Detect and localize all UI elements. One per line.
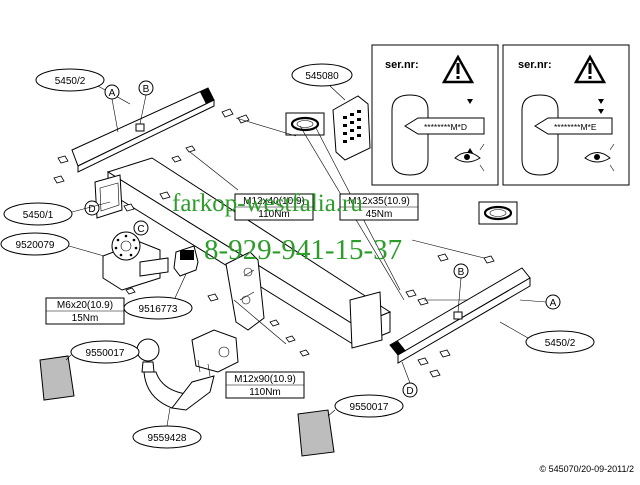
sernr-title-left: ser.nr: xyxy=(385,59,419,71)
part-label-9516773: 9516773 xyxy=(139,304,178,315)
electrical-module-545080: 545080 xyxy=(291,63,371,161)
sernr-code-right: ********M*E xyxy=(554,122,597,132)
bracket-5450-2-top xyxy=(71,87,215,173)
ring-right xyxy=(478,201,518,225)
marker-d-left: D xyxy=(88,204,95,215)
part-label-545080: 545080 xyxy=(305,71,339,82)
part-label-9559428: 9559428 xyxy=(148,433,187,444)
sernr-box-left: ser.nr: ********M*D xyxy=(371,44,499,186)
m6x20-size: M6x20(10.9) xyxy=(57,300,113,311)
marker-d-right: D xyxy=(406,386,413,397)
marker-a-right: A xyxy=(550,298,557,309)
center-bracket xyxy=(225,251,265,331)
tow-ball-9559428 xyxy=(136,329,239,411)
sernr-title-right: ser.nr: xyxy=(518,59,552,71)
bolt-spec-m6x20: M6x20(10.9) 15Nm xyxy=(45,297,125,325)
copyright-note: © 545070/20-09-2011/2 xyxy=(539,464,634,474)
label-plate-right xyxy=(521,94,559,176)
cover-plug-left xyxy=(39,355,75,401)
watermark-phone: 8-929-941-15-37 xyxy=(204,234,402,266)
part-label-5450-1: 5450/1 xyxy=(23,210,54,221)
bracket-5450-2-right xyxy=(389,267,531,364)
m12x40-size: M12x40(10.9) xyxy=(243,196,305,207)
warning-icon xyxy=(573,54,607,84)
bolt-spec-m12x40: M12x40(10.9) 110Nm xyxy=(234,193,314,221)
m12x40-torque: 110Nm xyxy=(258,209,290,220)
bolt-spec-m12x35: M12x35(10.9) 45Nm xyxy=(339,193,419,221)
part-label-9550017-right: 9550017 xyxy=(350,402,389,413)
warning-icon xyxy=(441,54,475,84)
main-crossbar xyxy=(94,157,392,349)
eye-icon xyxy=(454,143,485,172)
ring-top xyxy=(285,112,325,136)
m6x20-torque: 15Nm xyxy=(72,313,99,324)
marker-b-right: B xyxy=(458,267,465,278)
watermark-site: farkop-westfalia.ru xyxy=(172,190,363,217)
m12x90-size: M12x90(10.9) xyxy=(234,374,296,385)
end-plate-left xyxy=(94,174,123,219)
part-label-5450-2-right: 5450/2 xyxy=(545,338,576,349)
label-plate-left xyxy=(391,94,429,176)
serial-callout-left xyxy=(404,117,485,135)
part-label-9550017-left: 9550017 xyxy=(86,348,125,359)
socket-bracket-9520079 xyxy=(102,231,169,291)
fasteners xyxy=(53,108,495,378)
m12x35-size: M12x35(10.9) xyxy=(348,196,410,207)
part-label-5450-2-top: 5450/2 xyxy=(55,76,86,87)
cover-plug-right xyxy=(297,409,335,457)
sernr-code-left: ********M*D xyxy=(424,122,467,132)
part-label-9520079: 9520079 xyxy=(16,240,55,251)
serial-callout-right xyxy=(534,117,613,135)
bolt-spec-m12x90: M12x90(10.9) 110Nm xyxy=(225,371,305,399)
eye-icon xyxy=(584,143,615,172)
marker-b-top: B xyxy=(143,84,150,95)
holder-9516773 xyxy=(173,245,199,277)
m12x35-torque: 45Nm xyxy=(366,209,393,220)
marker-c: C xyxy=(137,224,144,235)
sernr-box-right: ser.nr: ********M*E xyxy=(502,44,630,186)
m12x90-torque: 110Nm xyxy=(249,387,281,398)
end-plate-right xyxy=(349,291,383,349)
marker-a-top: A xyxy=(109,88,116,99)
